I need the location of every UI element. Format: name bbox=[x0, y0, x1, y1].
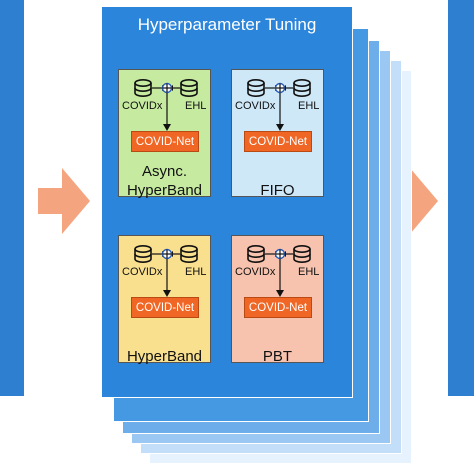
model-box: COVID-Net bbox=[244, 131, 312, 152]
input-arrow-icon bbox=[38, 168, 90, 234]
merge-graphic bbox=[134, 79, 198, 131]
source-right-label: EHL bbox=[185, 100, 207, 112]
source-right-label: EHL bbox=[298, 100, 320, 112]
source-right-label: EHL bbox=[298, 266, 320, 278]
right-panel bbox=[448, 0, 474, 396]
database-icon bbox=[134, 79, 152, 97]
algorithm-name-line2: PBT bbox=[262, 348, 293, 365]
model-box: COVID-Net bbox=[131, 297, 199, 318]
model-box: COVID-Net bbox=[244, 297, 312, 318]
merge-graphic bbox=[134, 245, 198, 297]
output-arrow-icon bbox=[386, 168, 438, 234]
algorithm-name-line1: Async. bbox=[141, 163, 187, 180]
merge-graphic bbox=[247, 79, 311, 131]
algorithm-name-line2: HyperBand bbox=[126, 182, 203, 199]
merge-graphic bbox=[247, 245, 311, 297]
database-icon bbox=[247, 245, 265, 263]
source-right-label: EHL bbox=[185, 266, 207, 278]
model-box: COVID-Net bbox=[131, 131, 199, 152]
source-left-label: COVIDx bbox=[235, 266, 276, 278]
database-icon bbox=[293, 245, 311, 263]
source-left-label: COVIDx bbox=[122, 100, 163, 112]
database-icon bbox=[247, 79, 265, 97]
algorithm-name-line2: FIFO bbox=[260, 182, 295, 199]
source-left-label: COVIDx bbox=[122, 266, 163, 278]
database-icon bbox=[293, 79, 311, 97]
panel-title: Hyperparameter Tuning bbox=[137, 15, 317, 34]
algorithm-name-line2: HyperBand bbox=[126, 348, 203, 365]
database-icon bbox=[134, 245, 152, 263]
left-panel bbox=[0, 0, 24, 396]
database-icon bbox=[180, 245, 198, 263]
database-icon bbox=[180, 79, 198, 97]
source-left-label: COVIDx bbox=[235, 100, 276, 112]
